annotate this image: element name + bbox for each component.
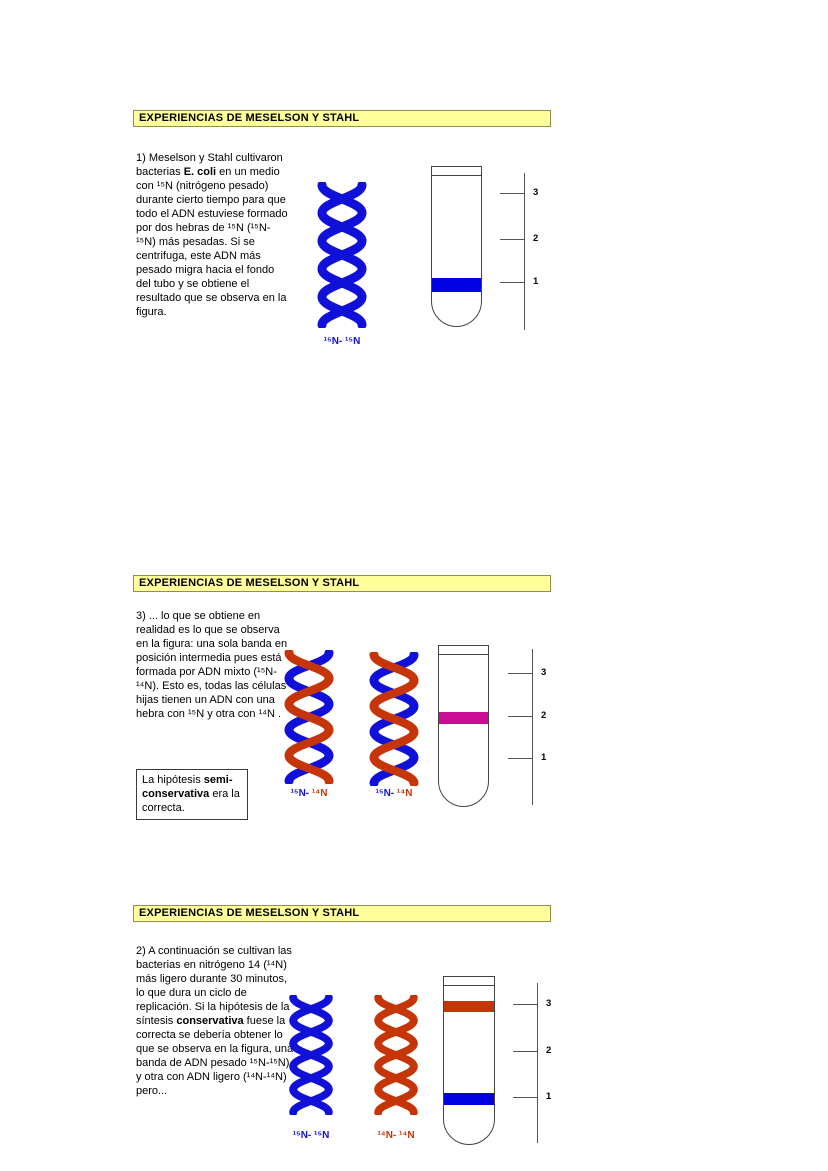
paragraph-text: 1) Meselson y Stahl cultivaron bacterias — [136, 152, 283, 178]
scale-tick-label: 2 — [546, 1045, 552, 1056]
paragraph-step-2: 2) A continuación se cultivan las bacter… — [136, 944, 296, 1098]
scale-tick-label: 2 — [533, 233, 539, 244]
paragraph-step-3: 3) ... lo que se obtiene en realidad es … — [136, 609, 292, 721]
dna-double-helix-icon — [369, 650, 419, 788]
note-text: La hipótesis — [142, 774, 204, 786]
scale-axis-line — [537, 983, 538, 1143]
paragraph-text: 2) A continuación se cultivan las bacter… — [136, 945, 292, 1027]
scale-tick — [513, 1051, 537, 1052]
slide-title: EXPERIENCIAS DE MESELSON Y STAHL — [139, 907, 360, 919]
scale-tick-label: 3 — [533, 187, 539, 198]
light-dna-band — [444, 1001, 494, 1012]
dna-helix-illustration — [367, 650, 421, 791]
scale-tick — [500, 282, 524, 283]
paragraph-bold-text: conservativa — [176, 1015, 244, 1027]
density-scale: 3 2 1 — [500, 173, 550, 331]
scale-tick-label: 3 — [541, 667, 547, 678]
dna-label-left: ¹⁵N- — [323, 336, 343, 347]
scale-tick — [508, 716, 532, 717]
dna-helix-illustration — [315, 180, 369, 333]
paragraph-step-1: 1) Meselson y Stahl cultivaron bacterias… — [136, 151, 289, 319]
dna-label-left: ¹⁴N- — [377, 1130, 397, 1141]
dna-label-right: ¹⁵N — [311, 1130, 330, 1141]
slide-title: EXPERIENCIAS DE MESELSON Y STAHL — [139, 112, 360, 124]
scale-tick — [513, 1097, 537, 1098]
slide-title-bar: EXPERIENCIAS DE MESELSON Y STAHL — [133, 110, 551, 127]
dna-helix-illustration — [372, 993, 420, 1120]
dna-label: ¹⁵N- ¹⁴N — [367, 788, 421, 799]
centrifuge-tube-illustration — [443, 976, 495, 1150]
centrifuge-tube-icon — [431, 166, 482, 327]
slide-title-bar: EXPERIENCIAS DE MESELSON Y STAHL — [133, 905, 551, 922]
dna-double-helix-icon — [374, 993, 418, 1117]
dna-label: ¹⁵N- ¹⁴N — [282, 788, 336, 799]
dna-label-right: ¹⁵N — [342, 336, 361, 347]
centrifuge-tube-illustration — [438, 645, 489, 812]
scale-tick — [500, 239, 524, 240]
hypothesis-note-box: La hipótesis semi-conservativa era la co… — [136, 769, 248, 820]
scale-axis-line — [524, 173, 525, 330]
dna-label-right: ¹⁴N — [396, 1130, 415, 1141]
centrifuge-tube-icon — [443, 976, 495, 1145]
dna-label-left: ¹⁵N- — [290, 788, 310, 799]
dna-label-right: ¹⁴N — [394, 788, 413, 799]
scale-tick-label: 2 — [541, 710, 547, 721]
dna-double-helix-icon — [289, 993, 333, 1117]
scale-tick — [500, 193, 524, 194]
centrifuge-tube-illustration — [431, 166, 482, 332]
density-scale: 3 2 1 — [513, 983, 563, 1144]
note-bold-text: semi-conservativa — [142, 774, 233, 800]
dna-label: ¹⁴N- ¹⁴N — [372, 1130, 420, 1141]
heavy-dna-band — [432, 278, 481, 292]
dna-label-left: ¹⁵N- — [375, 788, 395, 799]
heavy-dna-band — [444, 1093, 494, 1105]
scale-tick-label: 3 — [546, 998, 552, 1009]
scale-tick-label: 1 — [533, 276, 539, 287]
density-scale: 3 2 1 — [508, 649, 558, 806]
dna-helix-illustration — [282, 648, 336, 789]
paragraph-text: 3) ... lo que se obtiene en realidad es … — [136, 610, 288, 720]
paragraph-bold-text: E. coli — [183, 166, 217, 178]
scale-tick-label: 1 — [541, 752, 547, 763]
hybrid-dna-band — [439, 712, 488, 724]
centrifuge-tube-icon — [438, 645, 489, 807]
paragraph-text: en un medio con ¹⁵N (nitrógeno pesado) d… — [136, 166, 288, 318]
note-text: era la correcta. — [142, 788, 240, 814]
scale-tick — [508, 758, 532, 759]
slide-title: EXPERIENCIAS DE MESELSON Y STAHL — [139, 577, 360, 589]
paragraph-text: fuese la correcta se debería obtener lo … — [136, 1015, 294, 1097]
dna-label-right: ¹⁴N — [309, 788, 328, 799]
scale-tick-label: 1 — [546, 1091, 552, 1102]
dna-label: ¹⁵N- ¹⁵N — [315, 336, 369, 347]
slide-title-bar: EXPERIENCIAS DE MESELSON Y STAHL — [133, 575, 551, 592]
dna-double-helix-icon — [284, 648, 334, 786]
dna-label-left: ¹⁵N- — [292, 1130, 312, 1141]
dna-double-helix-icon — [317, 180, 367, 330]
dna-helix-illustration — [287, 993, 335, 1120]
scale-tick — [508, 673, 532, 674]
scale-tick — [513, 1004, 537, 1005]
dna-label: ¹⁵N- ¹⁵N — [287, 1130, 335, 1141]
scale-axis-line — [532, 649, 533, 805]
